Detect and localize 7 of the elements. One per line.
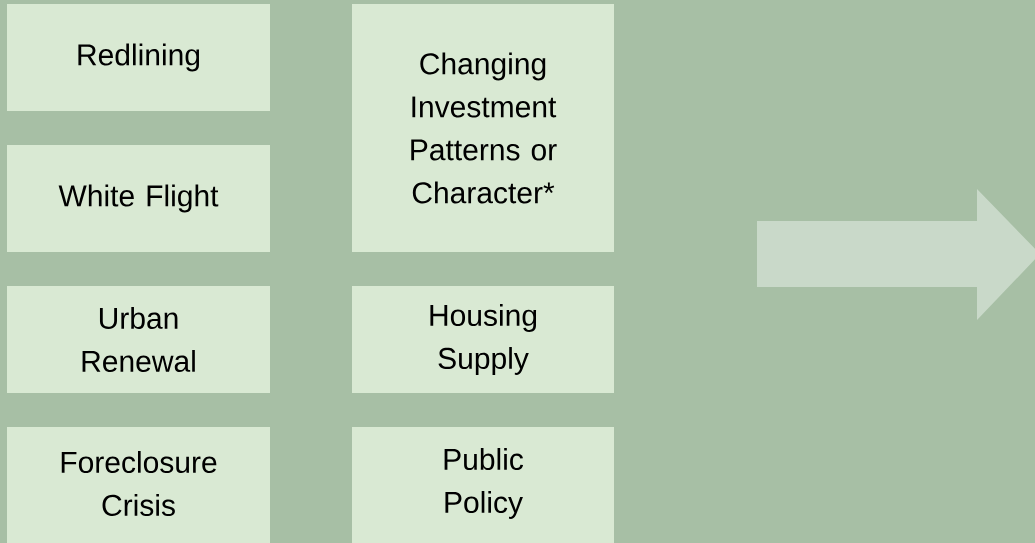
text-box: Public Policy [352, 427, 614, 543]
text-box: White Flight [7, 145, 270, 252]
text-box: Changing Investment Patterns or Character* [352, 4, 614, 252]
text-box: Foreclosure Crisis [7, 427, 270, 543]
text-box: Redlining [7, 4, 270, 111]
text-box: Urban Renewal [7, 286, 270, 393]
text-box: Housing Supply [352, 286, 614, 393]
